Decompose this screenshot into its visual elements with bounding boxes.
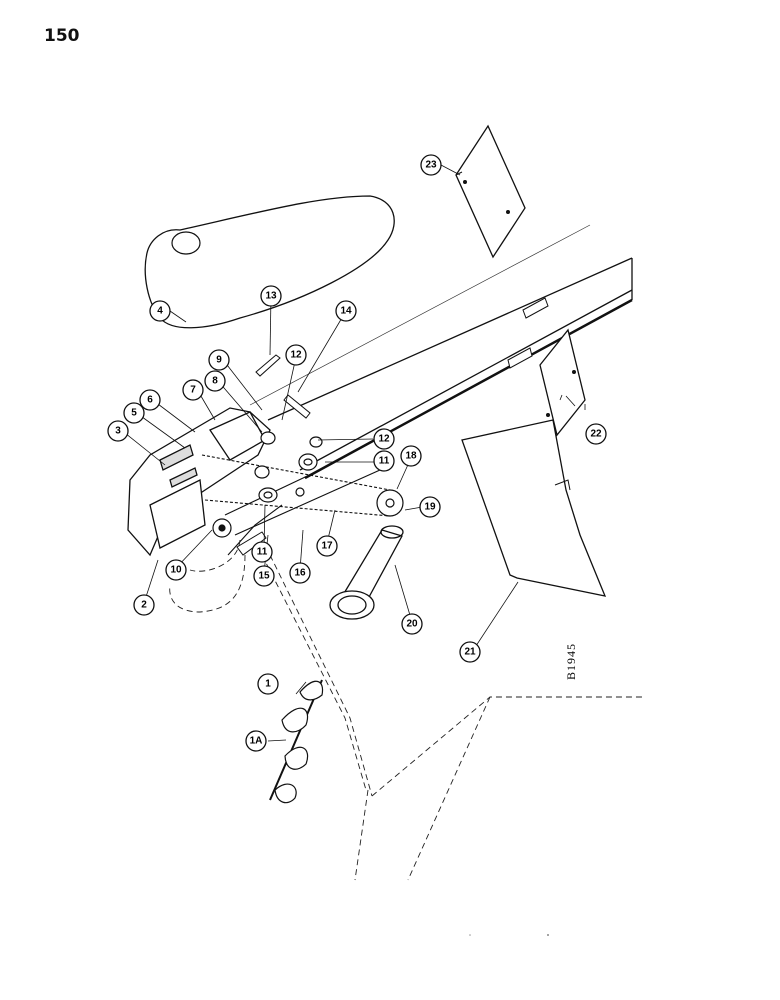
callout-18-label: 18 (405, 451, 417, 462)
callout-12-right-label: 12 (378, 434, 390, 445)
tube-20 (329, 525, 404, 620)
callout-23: 23 (420, 154, 442, 176)
callout-8: 8 (204, 370, 226, 392)
callout-3: 3 (107, 420, 129, 442)
callout-12-top-label: 12 (290, 350, 302, 361)
callout-3-label: 3 (115, 426, 121, 437)
shield-boss (171, 231, 201, 255)
sprocket-10 (212, 518, 232, 538)
drawing-code: B1945 (564, 643, 578, 680)
speck (469, 934, 471, 936)
callout-2: 2 (133, 594, 155, 616)
callout-11-right-label: 11 (379, 456, 390, 467)
callout-15: 15 (253, 565, 275, 587)
callout-15-label: 15 (258, 571, 270, 582)
callout-21: 21 (459, 641, 481, 663)
callout-8-label: 8 (212, 376, 218, 387)
bracket-14 (283, 394, 311, 419)
plate-23 (455, 124, 526, 259)
callout-5: 5 (123, 402, 145, 424)
speck (547, 934, 549, 936)
callout-11-left-label: 11 (257, 547, 268, 558)
callout-7: 7 (182, 379, 204, 401)
callout-17-label: 17 (321, 541, 333, 552)
shield-4 (144, 195, 395, 329)
callout-10-label: 10 (170, 565, 182, 576)
callout-4: 4 (149, 300, 171, 322)
callout-22: 22 (585, 423, 607, 445)
callout-11-left: 11 (251, 541, 273, 563)
callout-14: 14 (335, 300, 357, 322)
callout-20: 20 (401, 613, 423, 635)
callout-10: 10 (165, 559, 187, 581)
callout-6: 6 (139, 389, 161, 411)
callout-19-label: 19 (424, 502, 436, 513)
callout-1-label: 1 (265, 679, 271, 690)
callout-22-label: 22 (590, 429, 602, 440)
callout-21-label: 21 (464, 647, 476, 658)
callout-19: 19 (419, 496, 441, 518)
tube-upper-line (249, 224, 591, 406)
callout-18: 18 (400, 445, 422, 467)
plate-22 (539, 328, 586, 437)
gearbox-housing (127, 407, 271, 557)
callout-7-label: 7 (190, 385, 196, 396)
page-number: 150 (44, 26, 80, 46)
callout-20-label: 20 (406, 619, 418, 630)
unloading-tube (267, 257, 633, 480)
auger-1a (269, 679, 324, 804)
callout-12-top: 12 (285, 344, 307, 366)
callout-17: 17 (316, 535, 338, 557)
callout-14-label: 14 (340, 306, 352, 317)
callout-16-label: 16 (294, 568, 306, 579)
callout-13-label: 13 (265, 291, 277, 302)
callout-2-label: 2 (141, 600, 147, 611)
callout-13: 13 (260, 285, 282, 307)
callout-1a-label: 1A (250, 736, 263, 747)
tube-bracket-a (522, 297, 549, 319)
tube-bracket-b (507, 347, 533, 369)
tension-arm (236, 531, 267, 556)
leader-lines (124, 164, 586, 742)
callout-16: 16 (289, 562, 311, 584)
bracket-13 (255, 354, 281, 377)
callout-5-label: 5 (131, 408, 137, 419)
phantom-outline (169, 539, 642, 881)
callout-4-label: 4 (157, 306, 163, 317)
callout-9: 9 (208, 349, 230, 371)
idler-pulleys (254, 431, 323, 503)
callout-12-right: 12 (373, 428, 395, 450)
cover-21 (461, 419, 607, 597)
callout-6-label: 6 (147, 395, 153, 406)
drive-chains (201, 454, 391, 556)
callout-1a: 1A (245, 730, 267, 752)
callout-11-right: 11 (373, 450, 395, 472)
callout-23-label: 23 (425, 160, 437, 171)
sprocket-18 (376, 489, 404, 517)
callout-9-label: 9 (216, 355, 222, 366)
callout-1: 1 (257, 673, 279, 695)
